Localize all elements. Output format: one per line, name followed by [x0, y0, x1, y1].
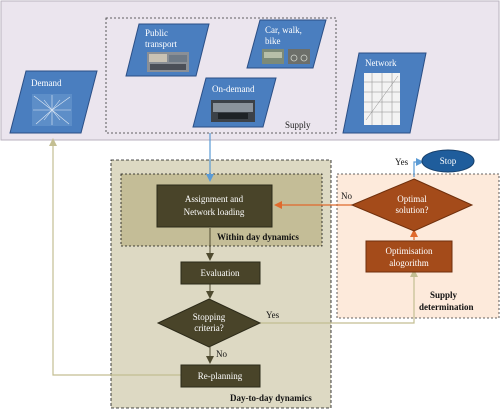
network-node: Network [342, 52, 427, 134]
network-map-image [364, 73, 400, 125]
optimal-to-stop-arrow [413, 158, 424, 177]
optimal-yes-label: Yes [395, 157, 409, 167]
assignment-label-2: Network loading [184, 207, 245, 217]
car-walk-bike-label-2: bike [265, 36, 281, 46]
optimisation-label-2: alogorithm [389, 258, 429, 268]
assignment-label-1: Assignment and [185, 194, 244, 204]
optimal-solution-diamond: Optimal solution? [350, 178, 474, 232]
optimal-label-1: Optimal [397, 194, 427, 204]
public-transport-node: Public transport [125, 23, 210, 77]
car-walk-bike-label-1: Car, walk, [265, 25, 302, 35]
on-demand-label: On-demand [212, 84, 255, 94]
stop-node: Stop [421, 149, 475, 173]
optimal-no-label: No [341, 191, 352, 201]
supply-determination-label-2: determination [419, 302, 474, 312]
stopping-yes-label: Yes [266, 310, 280, 320]
car-walk-bike-node: Car, walk, bike [246, 19, 327, 69]
within-day-label: Within day dynamics [217, 232, 299, 242]
optimisation-label-1: Optimisation [386, 246, 433, 256]
stopping-criteria-diamond: Stopping criteria? [156, 298, 262, 348]
demand-node: Demand [9, 70, 98, 134]
public-transport-label-2: transport [145, 39, 177, 49]
assignment-box: Assignment and Network loading [156, 184, 273, 228]
on-demand-node: On-demand [192, 77, 277, 128]
stopping-label-2: criteria? [194, 323, 223, 333]
supply-group [105, 17, 337, 134]
replanning-label: Re-planning [198, 371, 243, 381]
evaluation-box: Evaluation [180, 261, 261, 285]
day-to-day-label: Day-to-day dynamics [230, 393, 312, 403]
demand-label: Demand [31, 78, 62, 88]
network-label: Network [365, 58, 397, 68]
car-walk-bike-photos [262, 49, 310, 64]
demand-network-image [32, 94, 72, 126]
stopping-label-1: Stopping [193, 312, 226, 322]
stopping-to-optimisation-arrow [260, 269, 418, 324]
optimal-label-2: solution? [396, 205, 429, 215]
public-transport-label-1: Public [145, 28, 168, 38]
supply-label: Supply [285, 120, 311, 130]
stopping-no-label: No [216, 349, 227, 359]
stop-label: Stop [440, 156, 457, 166]
replanning-to-demand-arrow [49, 138, 181, 376]
replanning-box: Re-planning [180, 364, 261, 388]
supply-determination-label-1: Supply [430, 290, 458, 300]
on-demand-photo [211, 100, 255, 122]
optimisation-box: Optimisation alogorithm [365, 240, 453, 273]
public-transport-photo [147, 52, 189, 72]
evaluation-label: Evaluation [201, 268, 240, 278]
